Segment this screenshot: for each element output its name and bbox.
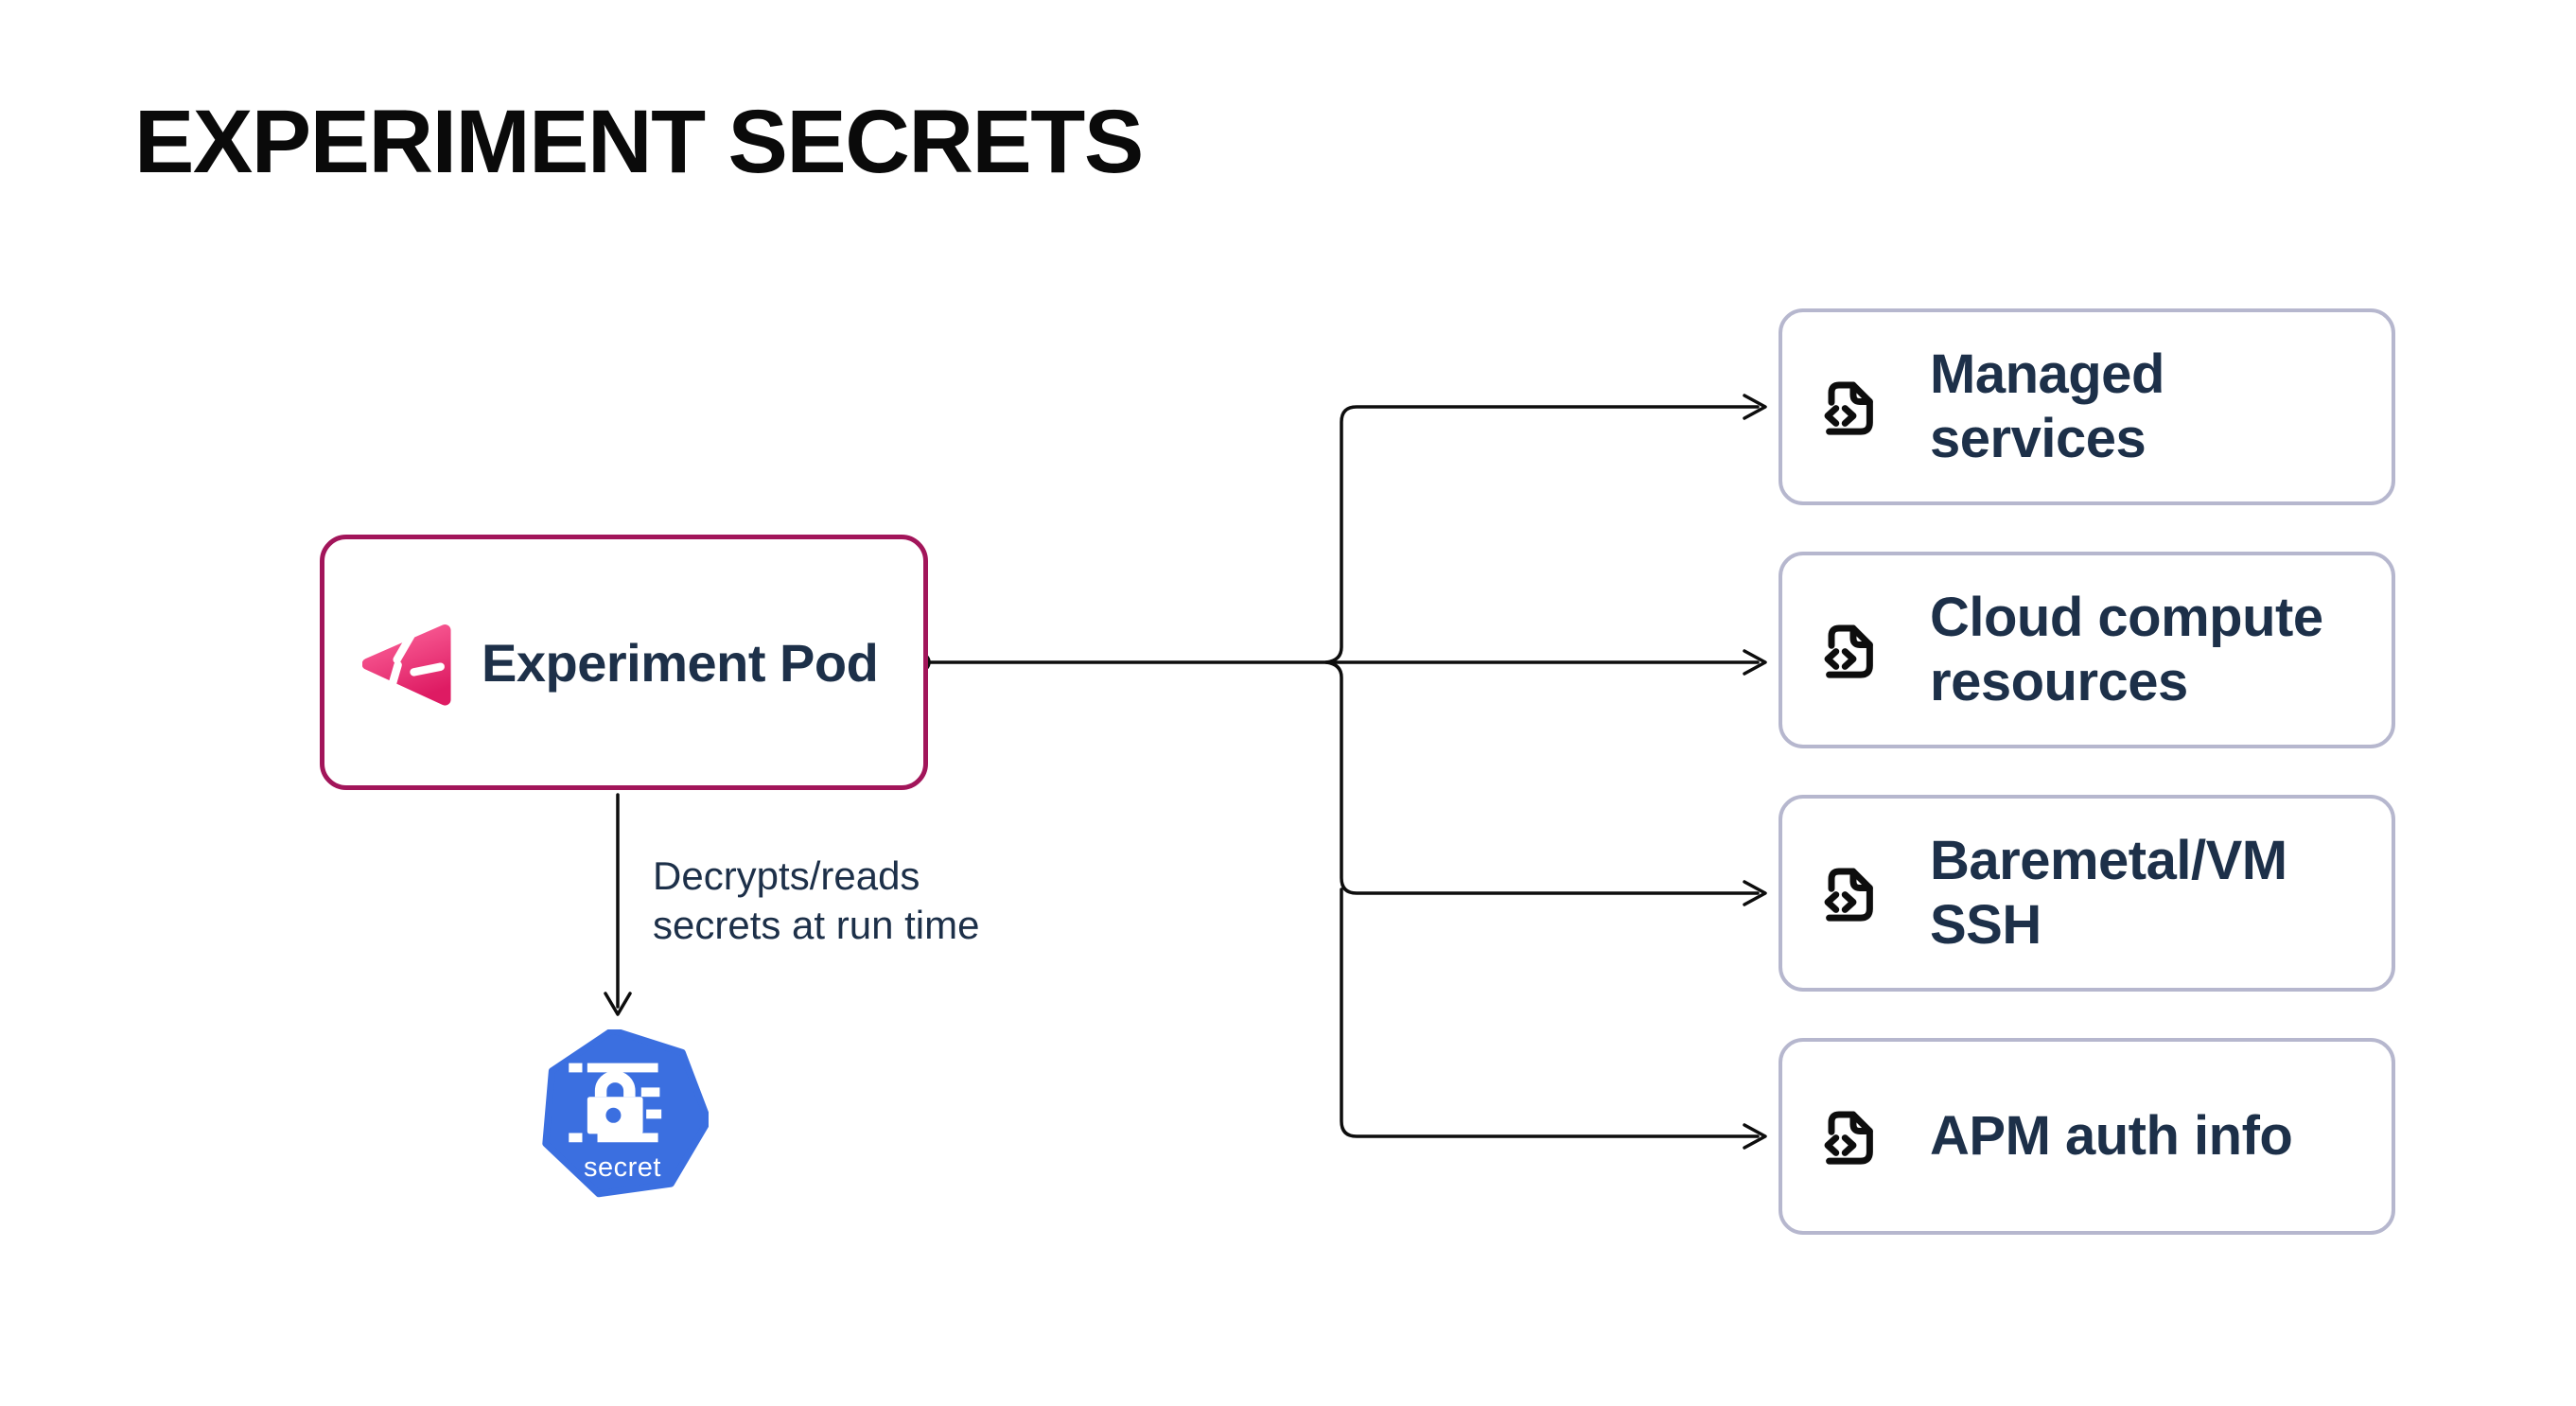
edge-annotation: Decrypts/reads secrets at run time [653, 853, 980, 947]
file-code-icon [1814, 857, 1885, 929]
file-code-icon [1814, 614, 1885, 686]
target-label: Cloud compute resources [1930, 587, 2323, 712]
target-label: APM auth info [1930, 1105, 2293, 1167]
kubernetes-secret-node: secret [540, 1029, 709, 1198]
arrowhead [1743, 394, 1767, 420]
page-title: EXPERIMENT SECRETS [134, 92, 1144, 192]
target-label: Baremetal/VM SSH [1930, 830, 2287, 956]
target-label: Managed services [1930, 343, 2164, 469]
file-code-icon [1814, 371, 1885, 443]
arrowhead [1743, 880, 1767, 906]
edge-branch-down [1324, 660, 1760, 895]
target-node-managed-services: Managed services [1779, 308, 2395, 505]
arrowhead [1743, 649, 1767, 676]
file-code-icon [1814, 1100, 1885, 1172]
arrowhead [1743, 1123, 1767, 1150]
target-node-apm-auth-info: APM auth info [1779, 1038, 2395, 1235]
experiment-pod-node: Experiment Pod [320, 535, 928, 790]
target-node-baremetal-vm-ssh: Baremetal/VM SSH [1779, 795, 2395, 992]
arrowhead [604, 992, 632, 1016]
edge-branch-down-2 [1340, 888, 1760, 1138]
edge-branch-up [1324, 405, 1760, 664]
kubernetes-secret-lock-icon [542, 1029, 709, 1198]
secret-node-label: secret [584, 1152, 661, 1183]
experiment-pod-label: Experiment Pod [482, 632, 879, 693]
target-node-cloud-compute: Cloud compute resources [1779, 552, 2395, 748]
litmus-chaos-logo-icon [362, 615, 451, 710]
